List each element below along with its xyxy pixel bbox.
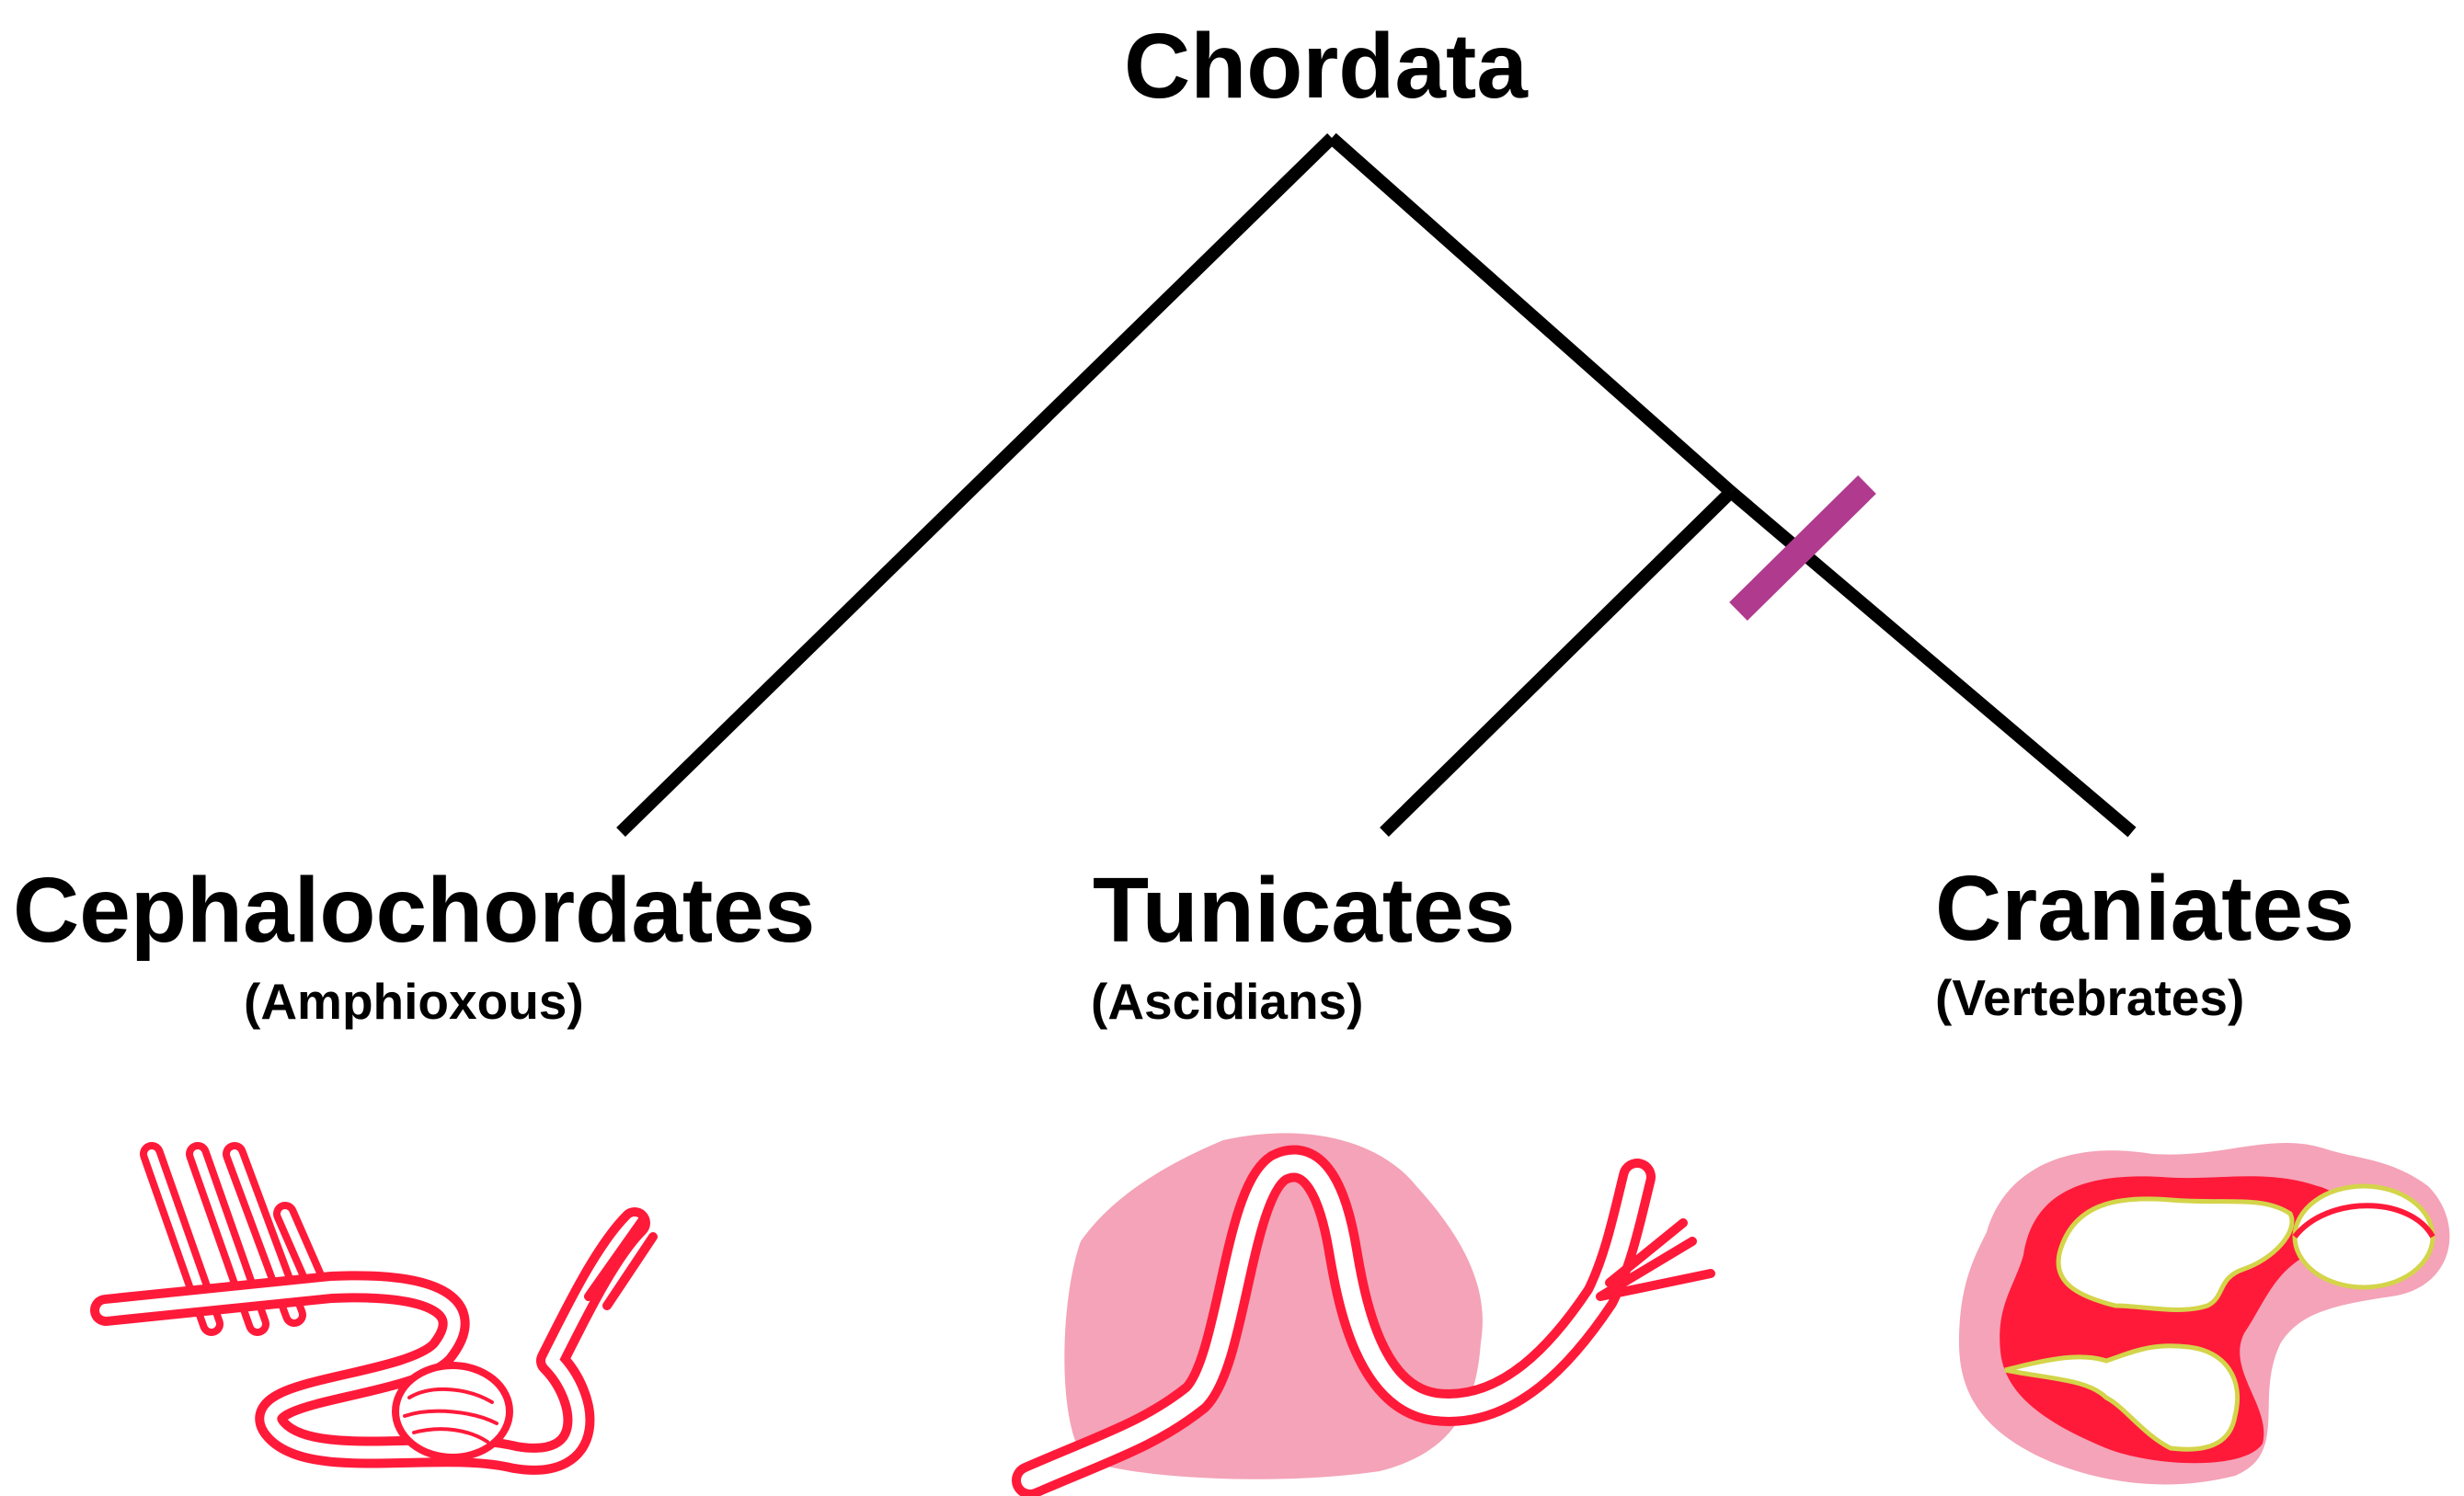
branch-root-to-cephalochordates bbox=[616, 132, 1336, 838]
root-label-chordata: Chordata bbox=[1124, 15, 1528, 118]
taxon-name-tunicates: Tunicates bbox=[1093, 859, 1516, 962]
chambered-heart-icon bbox=[1959, 1143, 2450, 1485]
taxon-common-name-tunicates: (Ascidians) bbox=[1091, 973, 1364, 1030]
branch-root-to-node bbox=[1327, 132, 1736, 497]
taxon-name-cephalochordates: Cephalochordates bbox=[13, 859, 816, 962]
taxon-name-craniates: Craniates bbox=[1935, 857, 2355, 960]
taxon-common-name-cephalochordates: (Amphioxous) bbox=[244, 973, 584, 1030]
tubular-heart-icon bbox=[90, 1142, 658, 1475]
character-bar-icon bbox=[1729, 475, 1876, 621]
tree-branches bbox=[616, 132, 2137, 838]
taxon-common-name-craniates: (Vertebrates) bbox=[1935, 969, 2245, 1026]
tunicate-heart-icon bbox=[1012, 1133, 1715, 1496]
branch-node-to-tunicates bbox=[1380, 487, 1736, 837]
